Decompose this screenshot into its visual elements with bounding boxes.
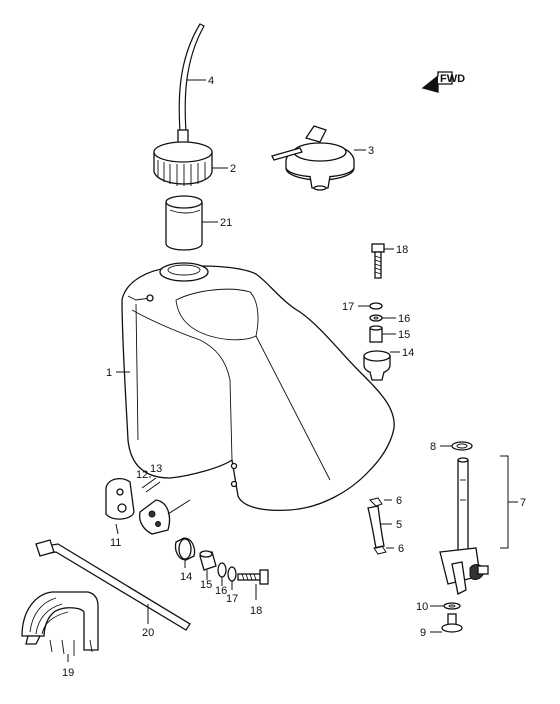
callout-6-lower: 6 — [398, 543, 404, 555]
callout-10: 10 — [416, 601, 428, 613]
clip-pin — [141, 476, 161, 493]
callout-5: 5 — [396, 519, 402, 531]
callout-8: 8 — [430, 441, 436, 453]
callout-12: 12 — [136, 469, 148, 481]
callout-17-lower: 17 — [226, 593, 238, 605]
rubber-cushion-lower — [174, 537, 196, 568]
callout-19: 19 — [62, 667, 74, 679]
filler-sleeve — [165, 195, 218, 251]
callout-11: 11 — [110, 537, 121, 549]
fuel-hose — [367, 505, 392, 549]
callout-15: 15 — [398, 329, 410, 341]
callout-21: 21 — [220, 217, 232, 229]
callout-16-lower: 16 — [215, 585, 227, 597]
callout-20: 20 — [142, 627, 154, 639]
callout-15-lower: 15 — [200, 579, 212, 591]
fuel-cap — [153, 129, 228, 186]
callout-14-lower: 14 — [180, 571, 192, 583]
tank-mount-bolt-lower — [237, 569, 269, 600]
fuel-cock-gasket — [430, 602, 461, 610]
callout-2: 2 — [230, 163, 236, 175]
callout-1: 1 — [106, 367, 112, 379]
spacer-upper — [369, 325, 396, 343]
cable-tie — [35, 539, 191, 631]
breather-hose — [178, 23, 206, 133]
locking-fuel-cap — [271, 125, 366, 191]
callout-16: 16 — [398, 313, 410, 325]
fuel-tank — [116, 262, 395, 512]
callout-labels: 4 2 3 21 18 17 16 15 14 1 8 12 13 6 7 5 … — [62, 75, 526, 679]
collar-washer-upper — [369, 314, 396, 322]
hose-clip-lower — [373, 545, 394, 555]
spacer-lower — [199, 550, 217, 580]
callout-4: 4 — [208, 75, 214, 87]
tank-mount-bolt-upper — [371, 243, 394, 279]
mounting-plate — [105, 477, 135, 535]
callout-14: 14 — [402, 347, 414, 359]
o-ring — [440, 441, 473, 451]
callout-17: 17 — [342, 301, 354, 313]
rubber-cover — [21, 591, 99, 662]
fuel-cock-screw — [430, 613, 463, 633]
callout-9: 9 — [420, 627, 426, 639]
washer-upper — [358, 302, 383, 310]
callout-7: 7 — [520, 497, 526, 509]
callout-6-upper: 6 — [396, 495, 402, 507]
hose-clip-upper — [369, 497, 392, 507]
rubber-cushion-upper — [363, 350, 400, 381]
washer-lower — [227, 566, 237, 590]
rear-bracket — [138, 499, 191, 535]
callout-13: 13 — [150, 463, 162, 475]
fwd-label: FWD — [440, 73, 465, 85]
callout-18: 18 — [396, 244, 408, 256]
collar-washer-lower — [217, 562, 227, 586]
callout-18-lower: 18 — [250, 605, 262, 617]
fuel-cock — [439, 455, 518, 595]
forward-direction-arrow: FWD — [421, 71, 465, 93]
callout-3: 3 — [368, 145, 374, 157]
